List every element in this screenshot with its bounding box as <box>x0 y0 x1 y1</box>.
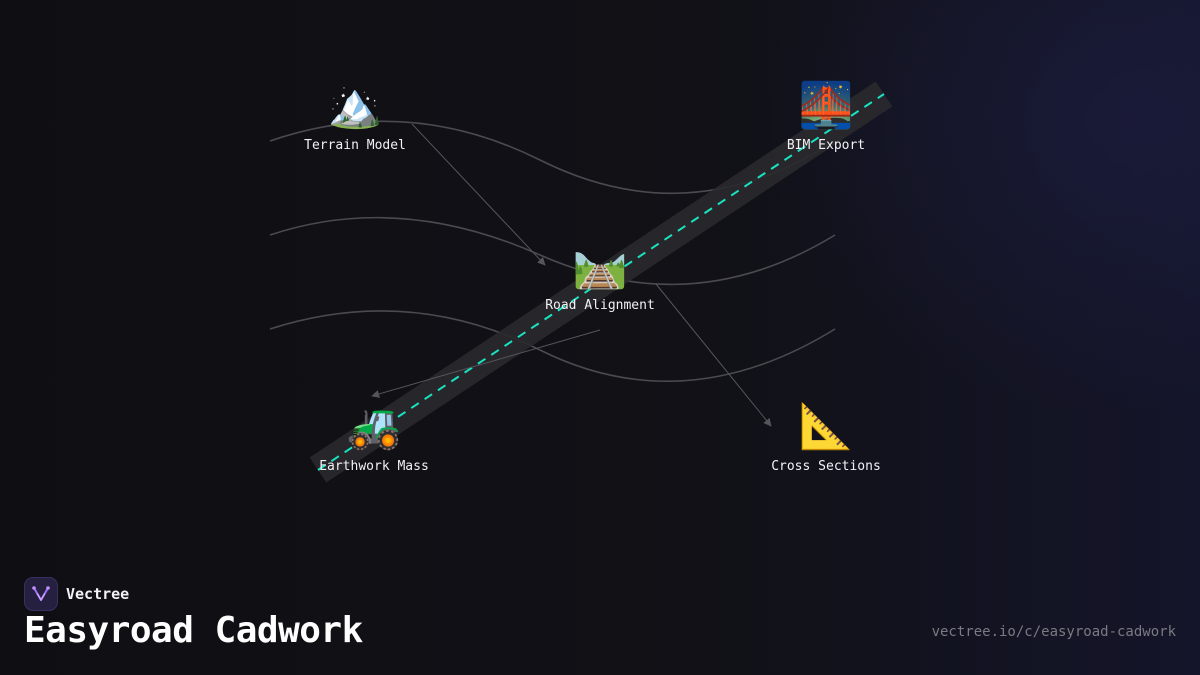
node-label: Cross Sections <box>771 459 881 474</box>
contour-line <box>269 216 836 286</box>
brand[interactable]: Vectree <box>24 577 129 611</box>
page-title: Easyroad Cadwork <box>24 610 363 651</box>
edge-road-to-earthwork <box>371 329 601 398</box>
node-cross-sections[interactable]: 📐 Cross Sections <box>736 401 916 474</box>
node-label: Road Alignment <box>545 298 655 313</box>
snow-capped-mountain-icon: 🏔️ <box>327 80 383 131</box>
edge-terrain-to-road <box>411 123 546 266</box>
tractor-icon: 🚜 <box>346 401 402 452</box>
node-bim-export[interactable]: 🌉 BIM Export <box>736 80 916 153</box>
triangular-ruler-icon: 📐 <box>798 401 854 452</box>
railway-track-icon: 🛤️ <box>572 240 628 291</box>
node-terrain-model[interactable]: 🏔️ Terrain Model <box>265 80 445 153</box>
contour-line <box>269 310 836 383</box>
node-label: BIM Export <box>786 138 866 153</box>
node-label: Earthwork Mass <box>319 459 429 474</box>
node-label: Terrain Model <box>304 138 406 153</box>
edge-road-to-cross <box>655 283 772 427</box>
node-earthwork-mass[interactable]: 🚜 Earthwork Mass <box>284 401 464 474</box>
page-url[interactable]: vectree.io/c/easyroad-cadwork <box>931 624 1176 640</box>
bridge-at-night-icon: 🌉 <box>798 80 854 131</box>
road-centerline <box>317 93 885 471</box>
vectree-logo-icon <box>24 577 58 611</box>
node-road-alignment[interactable]: 🛤️ Road Alignment <box>510 240 690 313</box>
brand-name: Vectree <box>66 585 130 603</box>
